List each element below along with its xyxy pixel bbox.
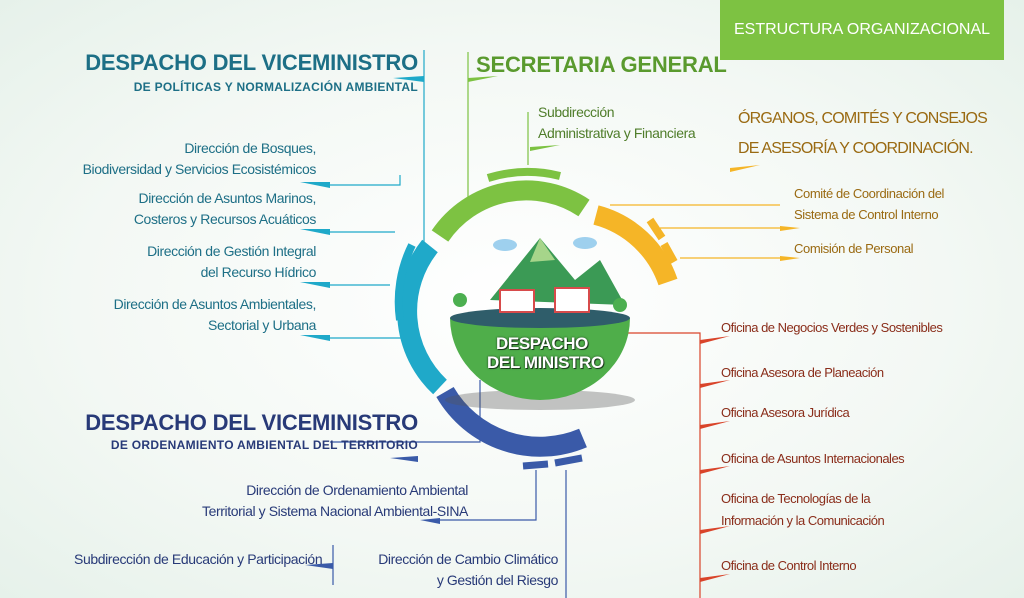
label-line: Comisión de Personal (794, 241, 914, 256)
label-line: Biodiversidad y Servicios Ecosistémicos (82, 161, 317, 177)
vm-ordenamiento-title: DESPACHO DEL VICEMINISTRO (85, 410, 418, 435)
label-line: Dirección de Ordenamiento Ambiental (246, 482, 468, 498)
label-line: Oficina Asesora Jurídica (721, 405, 850, 420)
label-line: DE ASESORÍA Y COORDINACIÓN. (738, 140, 974, 157)
label-line: Comité de Coordinación del (794, 186, 945, 201)
label-line: Territorial y Sistema Nacional Ambiental… (202, 503, 468, 519)
vm-politicas-item: Dirección de Asuntos Ambientales, Sectori… (113, 294, 317, 336)
label-line: Dirección de Asuntos Ambientales, (113, 296, 317, 312)
globe-illustration (445, 237, 635, 410)
label-line: Dirección de Asuntos Marinos, (138, 190, 317, 206)
label-line: Costeros y Recursos Acuáticos (133, 211, 317, 227)
label-line: Información y la Comunicación (721, 513, 885, 528)
label-line: Subdirección de Educación y Participació… (74, 551, 323, 567)
label-line: Subdirección (538, 104, 615, 120)
vm-politicas-item: Dirección de Gestión Integral del Recurso… (147, 241, 316, 283)
oficina-item: Oficina de Asuntos Internacionales (721, 448, 905, 469)
label-line: y Gestión del Riesgo (436, 572, 559, 588)
label-line: Dirección de Gestión Integral (147, 243, 316, 259)
vm-politicas-item: Dirección de Asuntos Marinos, Costeros y … (133, 188, 317, 230)
label-line: Sectorial y Urbana (208, 317, 316, 333)
organos-title: ÓRGANOS, COMITÉS Y CONSEJOS DE ASESORÍA Y… (738, 104, 988, 164)
label-line: del Recurso Hídrico (200, 264, 317, 280)
oficina-item: Oficina de Control Interno (721, 555, 857, 576)
vm-ordenamiento-subtitle: DE ORDENAMIENTO AMBIENTAL DEL TERRITORIO (110, 438, 418, 452)
oficina-item: Oficina Asesora de Planeación (721, 362, 884, 383)
label-line: ÓRGANOS, COMITÉS Y CONSEJOS (738, 110, 988, 127)
center-label: DESPACHO DEL MINISTRO (487, 334, 604, 372)
label-line: Dirección de Bosques, (184, 140, 316, 156)
label-line: Oficina de Negocios Verdes y Sostenibles (721, 320, 943, 335)
secretaria-title: SECRETARIA GENERAL (476, 52, 727, 77)
organos-item: Comisión de Personal (794, 238, 914, 259)
vm-politicas-title: DESPACHO DEL VICEMINISTRO (85, 50, 418, 75)
label-line: Oficina de Control Interno (721, 558, 857, 573)
center-line1: DESPACHO (496, 334, 588, 353)
label-line: Sistema de Control Interno (794, 207, 939, 222)
label-line: Dirección de Cambio Climático (378, 551, 558, 567)
ring-arcs (394, 168, 678, 470)
vm-politicas-item: Dirección de Bosques, Biodiversidad y Ser… (82, 138, 317, 180)
label-line: Oficina de Asuntos Internacionales (721, 451, 905, 466)
oficina-item: Oficina Asesora Jurídica (721, 402, 850, 423)
label-line: Oficina de Tecnologías de la (721, 491, 871, 506)
label-line: Oficina Asesora de Planeación (721, 365, 884, 380)
center-line2: DEL MINISTRO (487, 353, 604, 372)
vm-ordenamiento-item: Subdirección de Educación y Participació… (74, 549, 323, 570)
label-line: Administrativa y Financiera (538, 125, 696, 141)
page-banner: ESTRUCTURA ORGANIZACIONAL (720, 0, 1004, 60)
oficina-item: Oficina de Tecnologías de la Información … (721, 488, 885, 532)
oficina-item: Oficina de Negocios Verdes y Sostenibles (721, 317, 943, 338)
vm-politicas-subtitle: DE POLÍTICAS Y NORMALIZACIÓN AMBIENTAL (133, 80, 418, 94)
vm-ordenamiento-item: Dirección de Cambio Climático y Gestión d… (378, 549, 558, 591)
